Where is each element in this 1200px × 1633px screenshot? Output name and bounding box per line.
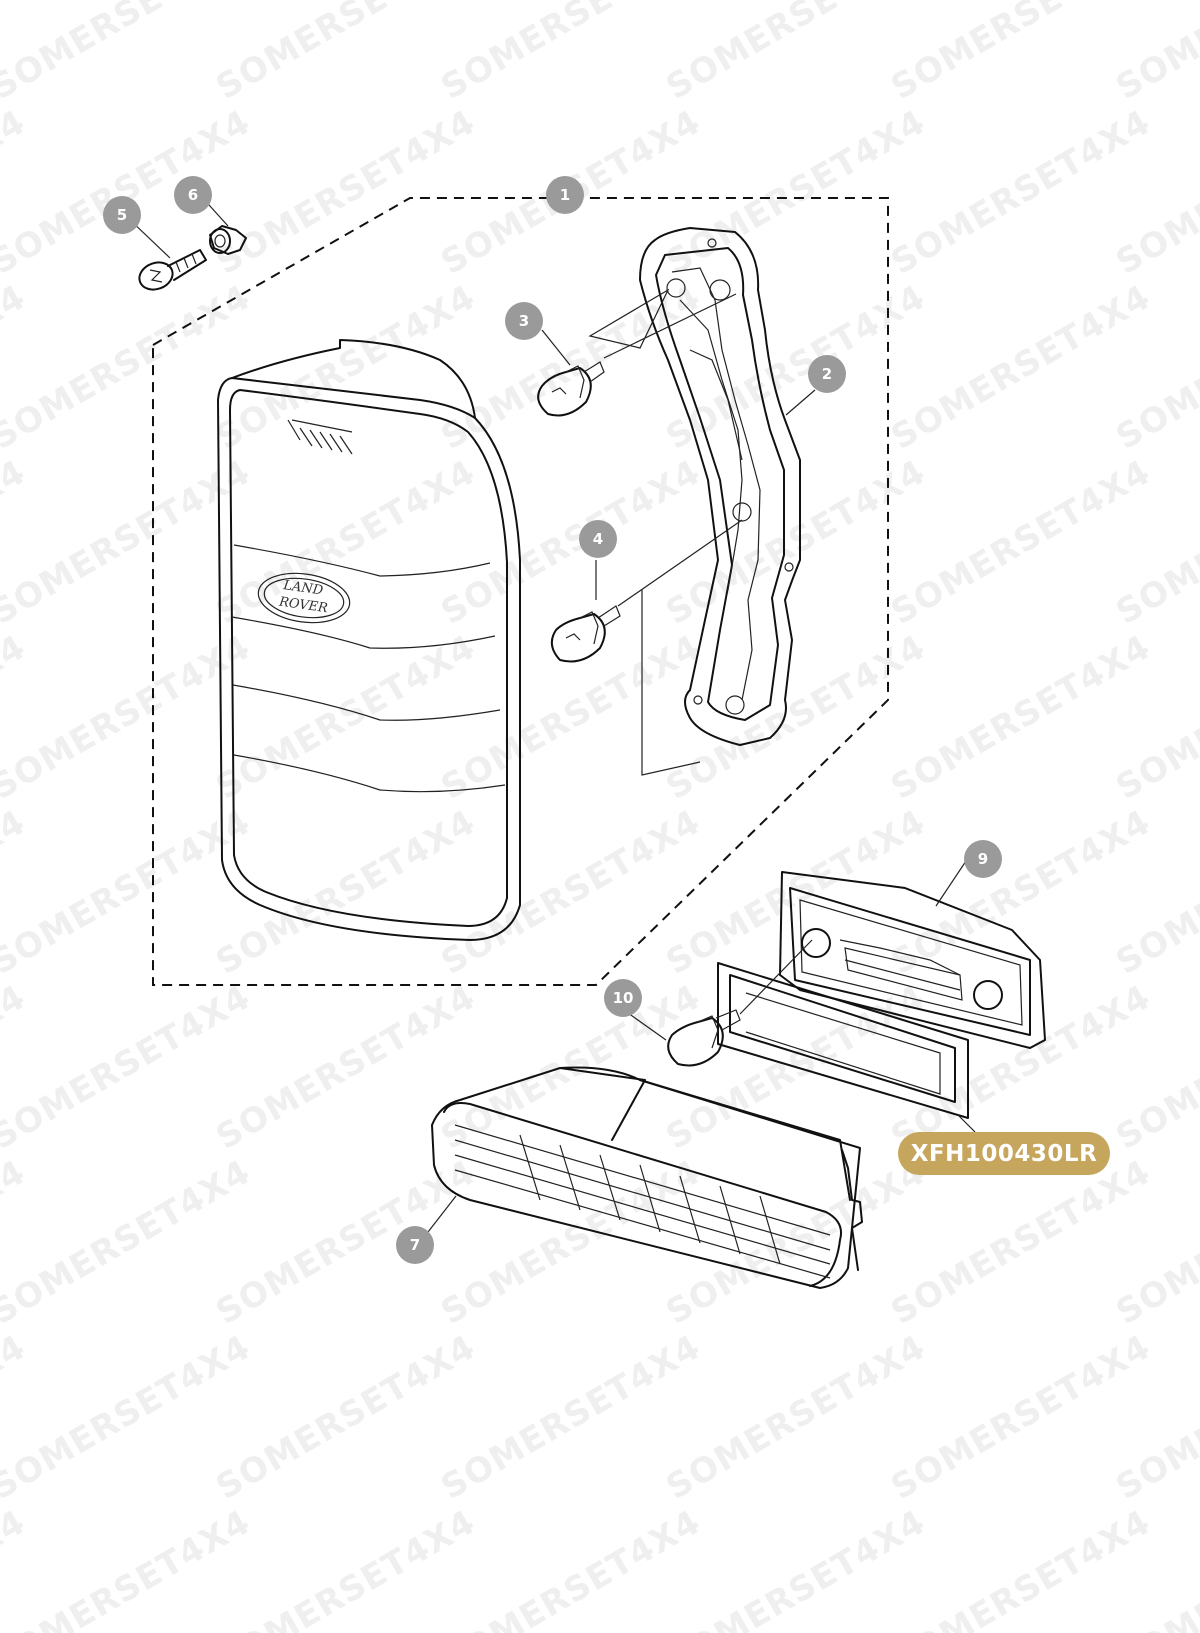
callout-4: 4 — [579, 520, 617, 558]
part-number-badge: XFH100430LR — [898, 1132, 1110, 1175]
logo-text-rover: ROVER — [277, 595, 329, 617]
callout-1: 1 — [546, 176, 584, 214]
callout-7: 7 — [396, 1226, 434, 1264]
lamp-housing-9 — [779, 871, 1046, 1049]
gasket — [717, 962, 969, 1119]
leader-lines — [127, 194, 976, 1233]
bulb-10 — [667, 939, 813, 1067]
bulb-4 — [550, 519, 743, 776]
nut-6 — [209, 225, 247, 255]
callout-6: 6 — [174, 176, 212, 214]
callout-9: 9 — [964, 840, 1002, 878]
assembly-boundary — [152, 197, 889, 986]
callout-10: 10 — [604, 979, 642, 1017]
logo-text-land: LAND — [282, 578, 325, 599]
callout-2: 2 — [808, 355, 846, 393]
screw-5 — [138, 249, 207, 291]
indicator-lens-7 — [431, 1066, 863, 1289]
callout-5: 5 — [103, 196, 141, 234]
tail-lamp-lens: LAND ROVER — [217, 339, 521, 941]
bulb-holder-board — [639, 227, 801, 746]
bulb-3 — [537, 288, 737, 417]
callout-3: 3 — [505, 302, 543, 340]
